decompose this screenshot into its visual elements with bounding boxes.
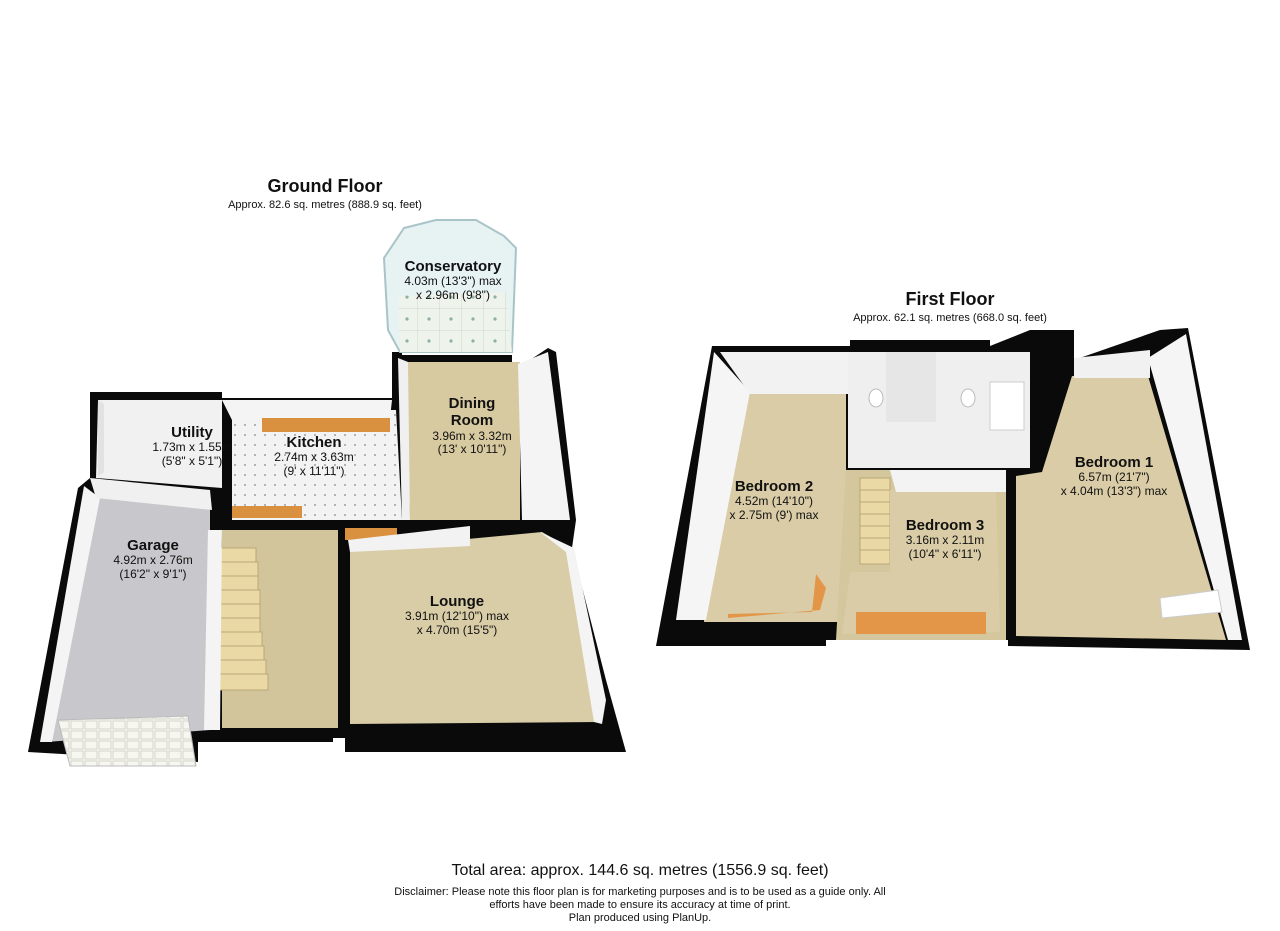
first-floor-name: First Floor <box>905 289 995 309</box>
bedroom2-back-wall <box>720 352 848 394</box>
bedroom1-dim-2: x 4.04m (13'3") max <box>1060 484 1168 499</box>
bedroom3-floor <box>842 490 1000 634</box>
bedroom3-dim-1: 3.16m x 2.11m <box>905 533 985 548</box>
room-label-lounge: Lounge 3.91m (12'10") max x 4.70m (15'5"… <box>382 593 532 638</box>
ground-floor-title: Ground Floor Approx. 82.6 sq. metres (88… <box>200 176 450 211</box>
utility-floor <box>96 400 222 488</box>
disclaimer-line-2: efforts have been made to ensure its acc… <box>489 899 791 912</box>
utility-dim-1: 1.73m x 1.55m <box>152 440 232 455</box>
kitchen-back-wall <box>222 400 392 420</box>
room-label-conservatory: Conservatory 4.03m (13'3") max x 2.96m (… <box>378 258 528 303</box>
bedroom2-name: Bedroom 2 <box>734 478 814 495</box>
stair-side-wall <box>204 530 222 730</box>
lounge-back-wall <box>348 526 470 552</box>
ground-floor-area: Approx. 82.6 sq. metres (888.9 sq. feet) <box>228 199 422 211</box>
shower <box>989 381 1025 431</box>
bedroom1-name: Bedroom 1 <box>1074 454 1154 471</box>
utility-wall-face <box>98 400 104 476</box>
total-area: Total area: approx. 144.6 sq. metres (15… <box>451 862 829 879</box>
toilet <box>868 388 884 408</box>
bedroom1-back-wall <box>1074 350 1150 378</box>
room-label-garage: Garage 4.92m x 2.76m (16'2" x 9'1") <box>88 537 218 582</box>
kitchen-dim-2: (9' x 11'11") <box>283 464 345 479</box>
bedroom2-left-wall <box>676 352 750 620</box>
bedroom1-wardrobe <box>1159 589 1223 619</box>
garage-dim-1: 4.92m x 2.76m <box>113 553 193 568</box>
conservatory-dim-2: x 2.96m (9'8") <box>416 288 490 303</box>
room-label-dining: Dining Room 3.96m x 3.32m (13' x 10'11") <box>392 395 552 457</box>
room-label-bedroom2: Bedroom 2 4.52m (14'10") x 2.75m (9') ma… <box>704 478 844 523</box>
utility-name: Utility <box>171 424 213 441</box>
room-label-bedroom3: Bedroom 3 3.16m x 2.11m (10'4" x 6'11") <box>870 517 1020 562</box>
toilet-2 <box>960 388 976 408</box>
room-label-utility: Utility 1.73m x 1.55m (5'8" x 5'1") <box>132 424 252 469</box>
bedroom2-landing <box>728 574 826 618</box>
garage-wall-face <box>40 486 100 742</box>
dining-dim-2: (13' x 10'11") <box>437 442 507 457</box>
utility-dim-2: (5'8" x 5'1") <box>161 454 223 469</box>
disclaimer-line-3: Plan produced using PlanUp. <box>568 912 712 925</box>
dining-name-1: Dining <box>448 395 496 412</box>
dining-floor <box>406 362 520 520</box>
dining-name-2: Room <box>450 412 494 430</box>
kitchen-dim-1: 2.74m x 3.63m <box>274 450 354 465</box>
disclaimer-line-1: Disclaimer: Please note this floor plan … <box>394 886 886 898</box>
dining-left-wall <box>398 358 410 520</box>
footer: Total area: approx. 144.6 sq. metres (15… <box>0 862 1280 926</box>
conservatory-dim-1: 4.03m (13'3") max <box>404 274 502 289</box>
kitchen-worktop-top <box>262 418 390 432</box>
lounge-floor <box>350 532 600 724</box>
first-floor-plan <box>656 328 1250 650</box>
garage-name: Garage <box>127 537 179 554</box>
lounge-right-wall <box>540 532 606 724</box>
bedroom2-dim-2: x 2.75m (9') max <box>729 508 819 523</box>
bedroom2-floor <box>704 392 846 622</box>
bedroom3-landing <box>856 612 986 634</box>
room-label-kitchen: Kitchen 2.74m x 3.63m (9' x 11'11") <box>244 434 384 479</box>
bedroom3-name: Bedroom 3 <box>905 517 985 534</box>
kitchen-name: Kitchen <box>286 434 342 451</box>
bathroom-partition <box>886 352 936 422</box>
garage-door <box>57 715 197 767</box>
lounge-dim-2: x 4.70m (15'5") <box>416 623 498 638</box>
dining-dim-1: 3.96m x 3.32m <box>432 428 512 443</box>
bedroom3-dim-2: (10'4" x 6'11") <box>908 547 982 562</box>
garage-back-wall <box>90 478 212 510</box>
bedroom1-dim-1: 6.57m (21'7") <box>1078 470 1150 485</box>
bedroom1-right-wall <box>1148 334 1242 640</box>
first-floor-title: First Floor Approx. 62.1 sq. metres (668… <box>820 289 1080 324</box>
lounge-name: Lounge <box>429 593 485 610</box>
conservatory-name: Conservatory <box>404 258 502 275</box>
bedroom3-walls <box>890 470 1006 492</box>
ground-stairs <box>217 547 269 691</box>
kitchen-floor <box>232 410 402 520</box>
garage-dim-2: (16'2" x 9'1") <box>119 567 187 582</box>
room-label-bedroom1: Bedroom 1 6.57m (21'7") x 4.04m (13'3") … <box>1034 454 1194 499</box>
first-floor-area: Approx. 62.1 sq. metres (668.0 sq. feet) <box>853 312 1047 324</box>
first-stairs <box>859 477 891 565</box>
bedroom1-floor <box>1016 376 1226 640</box>
ground-floor-name: Ground Floor <box>267 176 383 196</box>
conservatory-floor-inner <box>398 292 512 352</box>
bedroom2-dim-1: 4.52m (14'10") <box>735 494 813 509</box>
lounge-dim-1: 3.91m (12'10") max <box>405 609 509 624</box>
ground-floor-plan <box>28 219 626 767</box>
kitchen-worktop-bottom <box>232 506 302 518</box>
dining-side-wall <box>518 352 570 520</box>
